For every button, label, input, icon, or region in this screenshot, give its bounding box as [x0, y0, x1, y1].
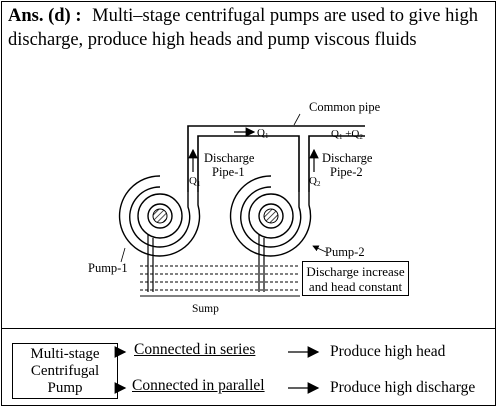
pump-1-label: Pump-1	[88, 261, 128, 275]
discharge-pipe-2-line2: Pipe-2	[330, 165, 363, 179]
q-total-label: Q1 +Q2	[331, 128, 363, 141]
q1-left-label: Q1	[189, 175, 201, 188]
pump-1-leader	[120, 247, 126, 263]
multistage-pump-box: Multi-stage Centrifugal Pump	[12, 343, 118, 399]
pump-2-leader	[312, 245, 327, 253]
pump-2-shaft	[263, 208, 279, 224]
discharge-note-line1: Discharge increase	[306, 264, 405, 279]
answer-paragraph: Ans. (d) : Multi–stage centrifugal pumps…	[8, 4, 493, 52]
box-line1: Multi-stage	[30, 346, 100, 362]
series-label: Connected in series	[134, 341, 256, 358]
parallel-result: Produce high discharge	[330, 379, 476, 396]
discharge-note-line2: and head constant	[308, 279, 403, 294]
series-result: Produce high head	[330, 343, 446, 360]
sump-label: Sump	[192, 303, 219, 315]
answer-prefix: Ans. (d) :	[8, 6, 82, 26]
common-pipe-label: Common pipe	[309, 100, 381, 114]
pump-1-casing	[118, 175, 201, 257]
common-pipe-leader	[293, 113, 301, 126]
sump	[140, 265, 300, 297]
pump-1-shaft	[152, 208, 168, 224]
discharge-pipe-1-line1: Discharge	[204, 151, 255, 165]
answer-text: Multi–stage centrifugal pumps are used t…	[8, 6, 478, 50]
parallel-label: Connected in parallel	[132, 377, 265, 394]
pump-2-casing	[229, 175, 312, 257]
discharge-pipe-2-line1: Discharge	[322, 151, 373, 165]
pump-2-label: Pump-2	[325, 245, 365, 259]
suction-pipes	[147, 234, 265, 292]
section-divider	[1, 328, 496, 329]
box-line3: Pump	[47, 380, 83, 396]
discharge-note-box: Discharge increase and head constant	[302, 261, 409, 296]
box-line2: Centrifugal	[30, 363, 100, 379]
discharge-pipe-1-line2: Pipe-1	[212, 165, 245, 179]
q1-flow-label: Q1	[257, 127, 269, 140]
q2-right-label: Q2	[309, 175, 321, 188]
